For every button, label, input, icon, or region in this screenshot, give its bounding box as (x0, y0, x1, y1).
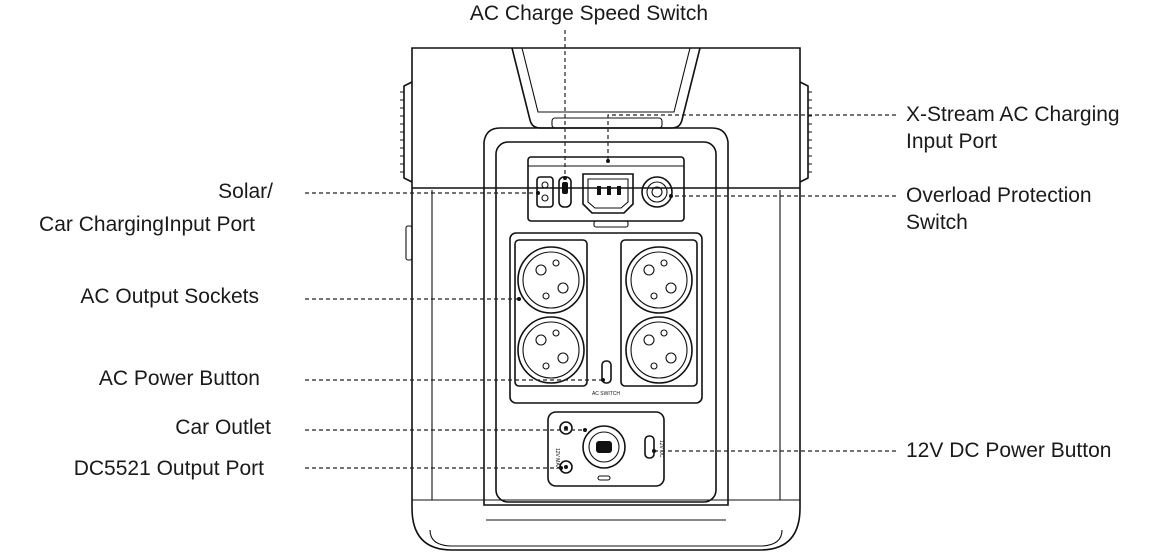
dc5521-port[interactable] (559, 421, 573, 435)
label-solar-line2: Car ChargingInput Port (39, 213, 255, 236)
right-grip (799, 81, 812, 183)
ac-socket[interactable] (625, 316, 693, 384)
label-ac-power-button: AC Power Button (99, 367, 260, 390)
label-xstream-line2: Input Port (906, 130, 997, 153)
label-overload-line2: Switch (906, 211, 968, 234)
ac-switch-mark: AC SWITCH (592, 391, 620, 397)
leader-xstream (607, 114, 896, 160)
overload-protection-switch[interactable] (641, 176, 673, 208)
label-car-outlet: Car Outlet (175, 416, 271, 439)
carry-handle (511, 47, 701, 129)
input-panel (527, 156, 685, 228)
label-ac-charge-speed-switch: AC Charge Speed Switch (470, 2, 708, 25)
car-outlet[interactable] (582, 425, 626, 481)
label-xstream-line1: X-Stream AC Charging (906, 103, 1120, 126)
dc-mark: 12V DC (658, 440, 664, 458)
label-dc5521-output-port: DC5521 Output Port (74, 457, 264, 480)
ac-power-button[interactable] (601, 360, 612, 384)
labels: AC Charge Speed Switch X-Stream AC Charg… (39, 2, 1120, 480)
label-solar-line1: Solar/ (218, 180, 273, 203)
car-outlet-mark: 12V MAX (554, 448, 560, 470)
dc-panel: 12V MAX 12V DC (547, 411, 665, 487)
label-ac-output-sockets: AC Output Sockets (80, 285, 259, 308)
label-dc-power-button: 12V DC Power Button (906, 439, 1111, 462)
ac-socket[interactable] (517, 246, 585, 314)
ac-output-panel: AC SWITCH (509, 232, 703, 404)
left-grip (400, 81, 413, 261)
label-overload-line1: Overload Protection (906, 184, 1092, 207)
dc-power-button[interactable] (644, 435, 655, 459)
leader-lines (305, 30, 896, 470)
device-body (400, 47, 812, 551)
xstream-ac-input-port[interactable] (582, 173, 634, 214)
ac-socket[interactable] (625, 246, 693, 314)
ac-socket[interactable] (517, 316, 585, 384)
